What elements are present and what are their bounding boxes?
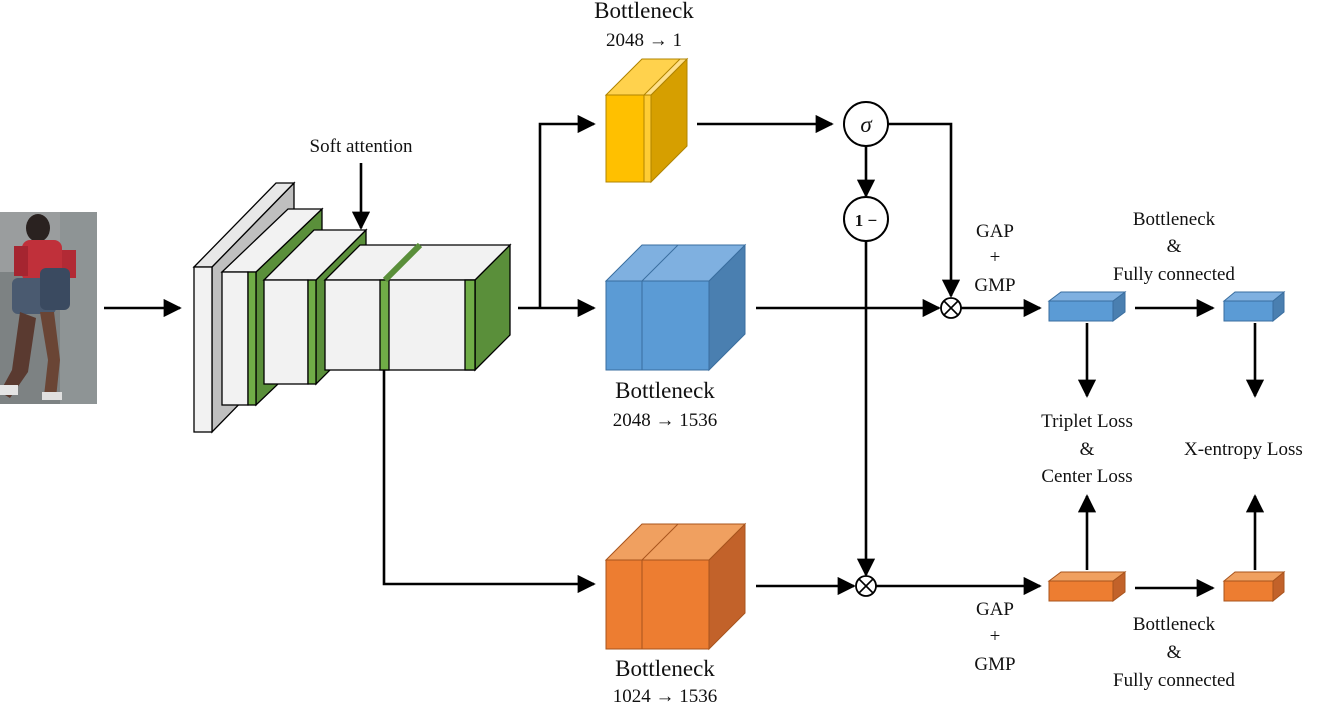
fc-bottom-label: Bottleneck & Fully connected xyxy=(1113,614,1235,691)
bottom-feature-vector xyxy=(1047,571,1127,602)
arrow-sigma-to-top-mult xyxy=(888,122,961,298)
triplet-loss-line1: Triplet Loss xyxy=(1041,411,1133,432)
top-multiply-node xyxy=(940,297,962,319)
mid-bottleneck-dims: 2048 → 1536 xyxy=(613,410,718,431)
fc-bottom-line1: Bottleneck xyxy=(1133,614,1216,635)
mid-bottleneck-title: Bottleneck xyxy=(615,378,715,403)
top-fc-vector xyxy=(1222,290,1286,323)
triplet-loss-line2: & xyxy=(1080,439,1095,460)
arrow-to-bottom-bottleneck xyxy=(382,370,596,594)
pool-top-label: GAP + GMP xyxy=(974,221,1015,296)
bot-bottleneck-dims: 1024 → 1536 xyxy=(613,686,718,705)
soft-attention-label: Soft attention xyxy=(310,136,413,157)
fc-top-line1: Bottleneck xyxy=(1133,209,1216,230)
pool-top-line2: + xyxy=(990,247,1001,268)
fc-top-label: Bottleneck & Fully connected xyxy=(1113,209,1235,285)
pool-bottom-line3: GMP xyxy=(974,654,1015,675)
bot-bottleneck-title: Bottleneck xyxy=(615,656,715,681)
triplet-loss-label: Triplet Loss & Center Loss xyxy=(1041,411,1133,487)
bottom-fc-vector xyxy=(1222,570,1286,603)
fc-bottom-line2: & xyxy=(1167,642,1182,663)
pool-bottom-line1: GAP xyxy=(976,599,1014,620)
fc-top-line3: Fully connected xyxy=(1113,264,1235,285)
one-minus-symbol: 1 − xyxy=(855,211,877,230)
triplet-loss-line3: Center Loss xyxy=(1041,466,1132,487)
backbone-cnn xyxy=(192,181,512,434)
pool-top-line3: GMP xyxy=(974,275,1015,296)
bottom-multiply-node xyxy=(855,575,877,597)
fc-bottom-line3: Fully connected xyxy=(1113,670,1235,691)
pool-bottom-line2: + xyxy=(990,626,1001,647)
top-bottleneck-block xyxy=(604,57,689,184)
top-feature-vector xyxy=(1047,291,1127,322)
pool-bottom-label: GAP + GMP xyxy=(974,599,1015,675)
arrow-to-top-bottleneck xyxy=(538,114,596,308)
sigma-symbol: σ xyxy=(860,112,873,137)
top-bottleneck-title: Bottleneck xyxy=(594,0,694,23)
mid-bottleneck-block xyxy=(604,243,747,372)
input-person-image xyxy=(0,212,97,404)
bot-bottleneck-block xyxy=(604,522,747,651)
top-bottleneck-dims: 2048 → 1 xyxy=(606,30,682,51)
pool-top-line1: GAP xyxy=(976,221,1014,242)
fc-top-line2: & xyxy=(1167,236,1182,257)
xentropy-loss-label: X-entropy Loss xyxy=(1184,439,1303,460)
